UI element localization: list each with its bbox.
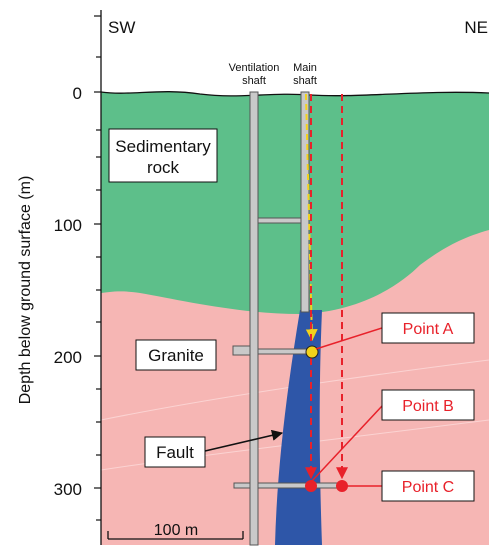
leader-point-b [311,405,383,482]
point-a-marker [305,345,319,359]
gallery-100m [257,217,302,224]
gallery-200m [257,348,314,355]
point-c-marker [336,480,348,492]
point-b-marker [305,480,317,492]
granite-label-box [135,339,217,371]
point-a-box [381,312,475,344]
granite-streak [101,419,489,471]
granite-label: Granite [148,346,204,365]
ground-surface [100,91,490,97]
sedimentary-label-line1: Sedimentary [115,137,211,156]
point-c-label: Point C [402,479,454,496]
fault-leader-arrow [204,429,284,452]
tick-label-200: 200 [54,348,82,367]
point-b-box [381,389,475,421]
main-shaft [300,91,310,313]
sedimentary-label-line2: rock [147,158,180,177]
tick-label-300: 300 [54,480,82,499]
gallery-300m [257,482,339,489]
ventilation-shaft [249,91,259,546]
tick-label-100: 100 [54,216,82,235]
main-shaft-label-line1: Main [293,62,317,74]
fault-label: Fault [156,443,194,462]
point-a-label: Point A [403,321,454,338]
tick-label-0: 0 [73,84,82,103]
granite-streak [101,359,489,421]
sedimentary-label-box [108,128,218,183]
scale-bar [107,531,244,540]
gallery-200m-west [232,345,251,356]
point-c-box [381,470,475,502]
ventilation-shaft-label-line1: Ventilation [229,62,280,74]
orientation-sw: SW [108,18,135,37]
gallery-300m-west [233,482,251,489]
leader-point-a [315,327,383,350]
orientation-ne: NE [464,18,488,37]
main-shaft-label-line2: shaft [293,75,317,87]
fault-label-box [144,436,206,468]
ventilation-shaft-label-line2: shaft [242,75,266,87]
point-b-label: Point B [402,398,454,415]
y-axis-ticks [94,15,101,521]
y-axis-label: Depth below ground surface (m) [17,176,34,405]
scale-bar-label: 100 m [154,522,198,539]
